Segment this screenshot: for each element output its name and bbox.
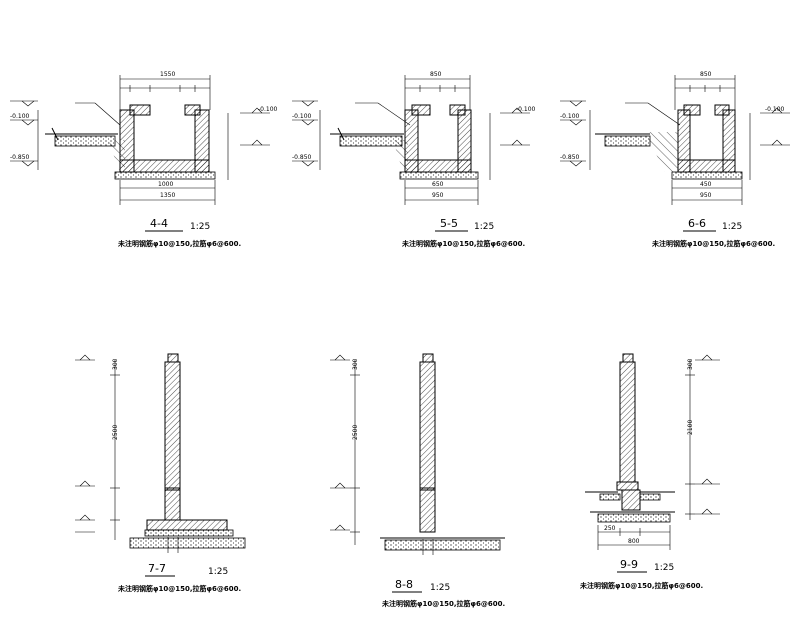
section-note: 未注明钢筋φ10@150,拉筋φ6@600. [118, 584, 241, 593]
section-scale: 1:25 [722, 222, 742, 232]
dim-top-width: 1550 [160, 71, 175, 78]
section-note: 未注明钢筋φ10@150,拉筋φ6@600. [580, 581, 703, 590]
section-note: 未注明钢筋φ10@150,拉筋φ6@600. [382, 599, 505, 608]
section-scale: 1:25 [474, 222, 494, 232]
section-7-7: 2500 300 7-7 1:25 未注明钢筋φ10@150,拉筋φ6@600. [75, 353, 246, 593]
section-note: 未注明钢筋φ10@150,拉筋φ6@600. [402, 239, 525, 248]
section-title: 7-7 [148, 562, 166, 575]
section-6-6: 850 -0.100 -0.850 -0.100 950 450 6-6 [560, 71, 790, 248]
section-scale: 1:25 [430, 583, 450, 593]
section-title: 9-9 [620, 558, 638, 571]
dim-top: 300 [352, 358, 359, 370]
elev-mark: -0.850 [560, 154, 580, 161]
elev-mark: -0.100 [10, 113, 30, 120]
elev-mark: -0.100 [516, 106, 536, 113]
dim-inner-width: 650 [432, 181, 444, 188]
section-scale: 1:25 [208, 567, 228, 577]
elev-mark: -0.100 [560, 113, 580, 120]
section-4-4: 1550 -0.100 -0.850 -0.100 [10, 71, 278, 248]
section-9-9: 2100 300 250 800 9-9 1:25 未注明钢筋φ10@150,拉… [580, 353, 720, 590]
section-title: 5-5 [440, 217, 458, 230]
dim-height: 2500 [112, 425, 119, 440]
elev-mark: -0.850 [10, 154, 30, 161]
section-8-8: 2500 300 8-8 1:25 未注明钢筋φ10@150,拉筋φ6@600. [330, 353, 505, 608]
section-note: 未注明钢筋φ10@150,拉筋φ6@600. [118, 239, 241, 248]
elev-mark: -0.100 [765, 106, 785, 113]
section-scale: 1:25 [654, 563, 674, 573]
dim-base-side: 250 [604, 525, 616, 532]
dim-inner-width: 450 [700, 181, 712, 188]
dim-top-width: 850 [700, 71, 712, 78]
dim-inner-width: 1000 [158, 181, 173, 188]
elev-mark: -0.100 [258, 106, 278, 113]
section-title: 4-4 [150, 217, 168, 230]
section-title: 8-8 [395, 578, 413, 591]
dim-height: 2500 [352, 425, 359, 440]
dim-bottom-width: 1350 [160, 192, 175, 199]
dim-top: 300 [112, 358, 119, 370]
dim-top-width: 850 [430, 71, 442, 78]
dim-base-width: 800 [628, 538, 640, 545]
section-note: 未注明钢筋φ10@150,拉筋φ6@600. [652, 239, 775, 248]
dim-top: 300 [687, 358, 694, 370]
section-scale: 1:25 [190, 222, 210, 232]
dim-bottom-width: 950 [700, 192, 712, 199]
elev-mark: -0.100 [292, 113, 312, 120]
dim-bottom-width: 950 [432, 192, 444, 199]
section-5-5: 850 -0.100 -0.850 -0.100 950 650 5-5 [292, 71, 536, 248]
elev-mark: -0.850 [292, 154, 312, 161]
dim-height: 2100 [687, 420, 694, 435]
section-title: 6-6 [688, 217, 706, 230]
